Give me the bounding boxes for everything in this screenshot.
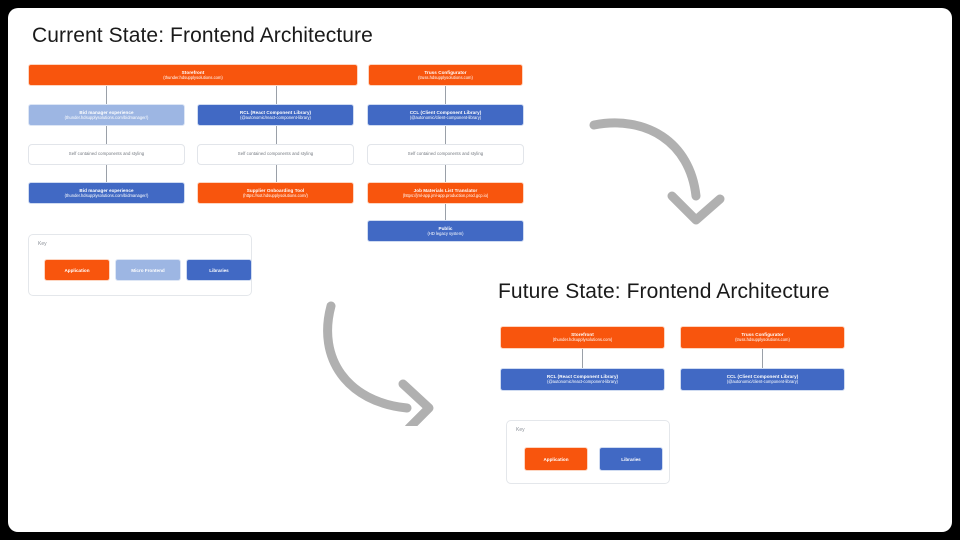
current-node-bid-manager-lib[interactable]: Bid manager experience (thunder.hdsupply… <box>28 182 185 204</box>
current-node-bid-manager-mfe[interactable]: Bid manager experience (thunder.hdsupply… <box>28 104 185 126</box>
current-note-self-contained-2: Self contained components and styling <box>197 144 354 165</box>
node-title: RCL (React Component Library) <box>546 374 619 380</box>
node-subtitle: (@autonomic/react-component-library) <box>240 114 311 120</box>
connector-line <box>106 126 107 144</box>
current-node-ccl[interactable]: CCL (Client Component Library) (@autonom… <box>367 104 524 126</box>
node-subtitle: (HD legacy system) <box>427 230 464 236</box>
connector-line <box>106 86 107 104</box>
node-title: Self contained components and styling <box>68 151 145 157</box>
node-title: Storefront <box>181 69 205 75</box>
current-key-chip-micro-frontend[interactable]: Micro Frontend <box>115 259 181 281</box>
connector-line <box>276 165 277 182</box>
current-note-self-contained-1: Self contained components and styling <box>28 144 185 165</box>
connector-line <box>445 86 446 104</box>
future-node-ccl[interactable]: CCL (Client Component Library) (@autonom… <box>680 368 845 391</box>
connector-line <box>445 165 446 182</box>
arrow-current-to-future-bottom-icon <box>323 301 434 426</box>
node-title: CCL (Client Component Library) <box>409 109 482 115</box>
current-note-self-contained-3: Self contained components and styling <box>367 144 524 165</box>
future-key-chip-libraries[interactable]: Libraries <box>599 447 663 471</box>
node-subtitle: (@autonomic/client-component-library) <box>409 114 482 120</box>
node-subtitle: (thunder.hdsupplysolutions.com) <box>163 74 223 80</box>
node-subtitle: (thunder.hdsupplysolutions.com) <box>552 337 613 343</box>
current-node-rcl[interactable]: RCL (React Component Library) (@autonomi… <box>197 104 354 126</box>
future-node-storefront[interactable]: Storefront (thunder.hdsupplysolutions.co… <box>500 326 665 349</box>
node-subtitle: (https://sot.hdsupplysolutions.com/) <box>243 192 308 198</box>
node-title: Bid manager experience <box>79 187 134 193</box>
current-key-panel: Key Application Micro Frontend Libraries <box>28 234 252 296</box>
future-key-panel: Key Application Libraries <box>506 420 670 484</box>
node-subtitle: (truss.hdsupplysolutions.com) <box>735 337 790 343</box>
connector-line <box>276 126 277 144</box>
connector-line <box>276 86 277 104</box>
current-node-public[interactable]: Public (HD legacy system) <box>367 220 524 242</box>
future-node-rcl[interactable]: RCL (React Component Library) (@autonomi… <box>500 368 665 391</box>
node-title: CCL (Client Component Library) <box>726 374 799 380</box>
node-title: Supplier Onboarding Tool <box>246 187 305 193</box>
node-title: Self contained components and styling <box>237 151 314 157</box>
future-key-chip-application[interactable]: Application <box>524 447 588 471</box>
connector-line <box>445 204 446 220</box>
current-key-chip-libraries[interactable]: Libraries <box>186 259 252 281</box>
connector-line <box>445 126 446 144</box>
future-state-title: Future State: Frontend Architecture <box>498 280 830 303</box>
node-subtitle: (truss.hdsupplysolutions.com) <box>418 74 473 80</box>
current-key-chip-application[interactable]: Application <box>44 259 110 281</box>
node-subtitle: (thunder.hdsupplysolutions.com/bidmanage… <box>64 192 149 198</box>
node-title: Self contained components and styling <box>407 151 484 157</box>
node-title: Truss Configurator <box>741 332 784 338</box>
node-title: Bid manager experience <box>79 109 134 115</box>
connector-line <box>762 349 763 368</box>
node-title: RCL (React Component Library) <box>239 109 312 115</box>
current-node-truss-configurator[interactable]: Truss Configurator (truss.hdsupplysoluti… <box>368 64 523 86</box>
current-node-job-materials-list-translator[interactable]: Job Materials List Translator (https://j… <box>367 182 524 204</box>
node-subtitle: (@autonomic/react-component-library) <box>547 379 618 385</box>
slide-canvas: Current State: Frontend Architecture Sto… <box>8 8 952 532</box>
node-title: Public <box>438 225 453 231</box>
current-node-supplier-onboarding-tool[interactable]: Supplier Onboarding Tool (https://sot.hd… <box>197 182 354 204</box>
connector-line <box>106 165 107 182</box>
node-subtitle: (thunder.hdsupplysolutions.com/bidmanage… <box>64 114 149 120</box>
node-title: Storefront <box>571 332 594 338</box>
future-key-label: Key <box>516 427 525 433</box>
node-subtitle: (@autonomic/client-component-library) <box>726 379 799 385</box>
node-title: Truss Configurator <box>424 69 467 75</box>
current-key-label: Key <box>38 241 47 247</box>
current-node-storefront[interactable]: Storefront (thunder.hdsupplysolutions.co… <box>28 64 358 86</box>
arrow-current-to-future-top-icon <box>589 118 725 225</box>
connector-line <box>582 349 583 368</box>
current-state-title: Current State: Frontend Architecture <box>32 24 373 47</box>
node-subtitle: (https://jml-app.jml-app.production.prod… <box>402 192 489 198</box>
future-node-truss-configurator[interactable]: Truss Configurator (truss.hdsupplysoluti… <box>680 326 845 349</box>
node-title: Job Materials List Translator <box>413 187 478 193</box>
